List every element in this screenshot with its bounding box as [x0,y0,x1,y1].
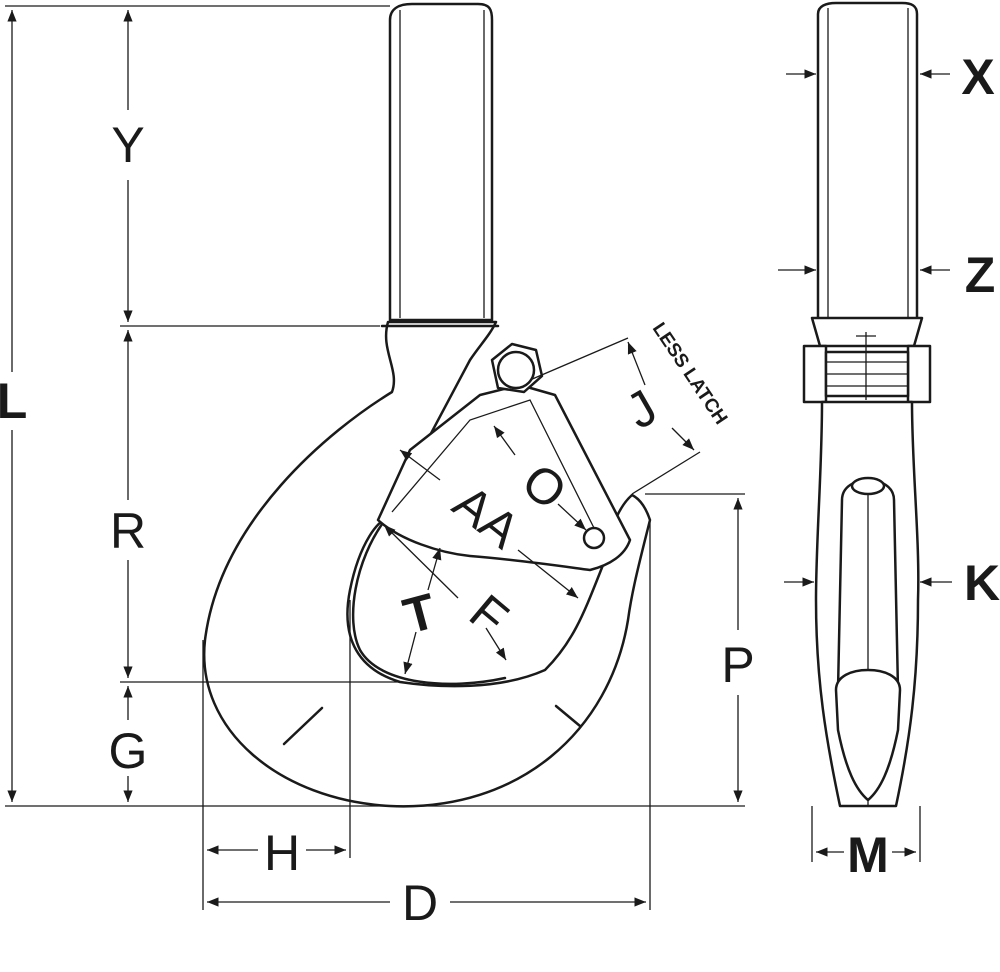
less-latch-note: LESS LATCH [648,319,731,428]
side-dimensions [778,69,952,862]
side-bolt-nut [802,332,932,404]
label-F: F [459,584,518,647]
latch-bolt [490,342,544,394]
label-M: M [847,827,889,883]
label-L: L [0,373,27,429]
front-dimensions [5,5,745,910]
hook-front-view [202,2,652,808]
label-J: J [617,379,667,440]
hook-side-view [802,1,932,808]
hook-shank [388,2,494,322]
hook-throat-edge [351,518,507,686]
label-P: P [721,637,754,693]
latch-plate [376,383,632,572]
side-shank [816,1,919,322]
label-D: D [402,875,438,931]
label-Y: Y [111,117,144,173]
label-K: K [964,555,1000,611]
label-H: H [264,825,300,881]
label-R: R [110,503,146,559]
label-G: G [109,723,148,779]
latch-pin [582,526,606,550]
label-Z: Z [965,247,996,303]
label-X: X [961,49,994,105]
label-T: T [398,583,442,645]
